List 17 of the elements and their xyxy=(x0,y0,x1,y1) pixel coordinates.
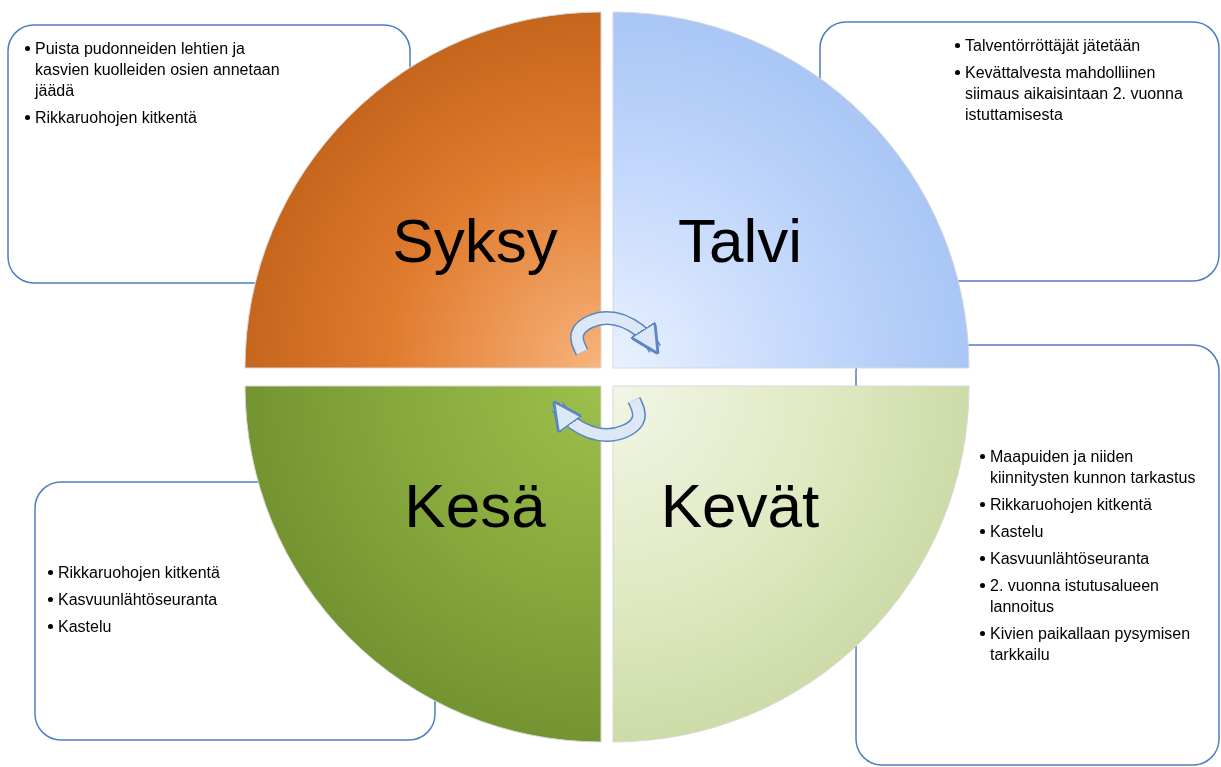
season-label: Syksy xyxy=(392,204,558,276)
bullet-text: Kevättalvesta mahdolliinen siimaus aikaisintaan 2. vuonna istuttamisesta xyxy=(965,64,1183,123)
bullet-text: Kasvuunlähtöseuranta xyxy=(990,550,1150,567)
season-label: Talvi xyxy=(678,204,802,276)
bullet-text: Kastelu xyxy=(990,523,1044,540)
bullet-text: Maapuiden ja niiden kiinnitysten kunnon tarkastus xyxy=(990,448,1196,486)
bullet-text: 2. vuonna istutusalueen lannoitus xyxy=(990,577,1159,615)
bullet-text: Kastelu xyxy=(58,618,112,635)
bullet-text: Kivien paikallaan pysymisen tarkkailu xyxy=(990,625,1191,663)
bullet-text: Rikkaruohojen kitkentä xyxy=(35,109,197,126)
bullet-text: Rikkaruohojen kitkentä xyxy=(58,564,220,581)
bullet-text: Kasvuunlähtöseuranta xyxy=(58,591,218,608)
bullet-text: Puista pudonneiden lehtien ja kasvien kuolleiden osien annetaan jäädä xyxy=(35,40,280,99)
season-label: Kevät xyxy=(660,469,820,541)
season-label: Kesä xyxy=(404,469,546,541)
bullet-text: Talventörröttäjät jätetään xyxy=(965,37,1141,54)
bullet-text: Rikkaruohojen kitkentä xyxy=(990,496,1152,513)
